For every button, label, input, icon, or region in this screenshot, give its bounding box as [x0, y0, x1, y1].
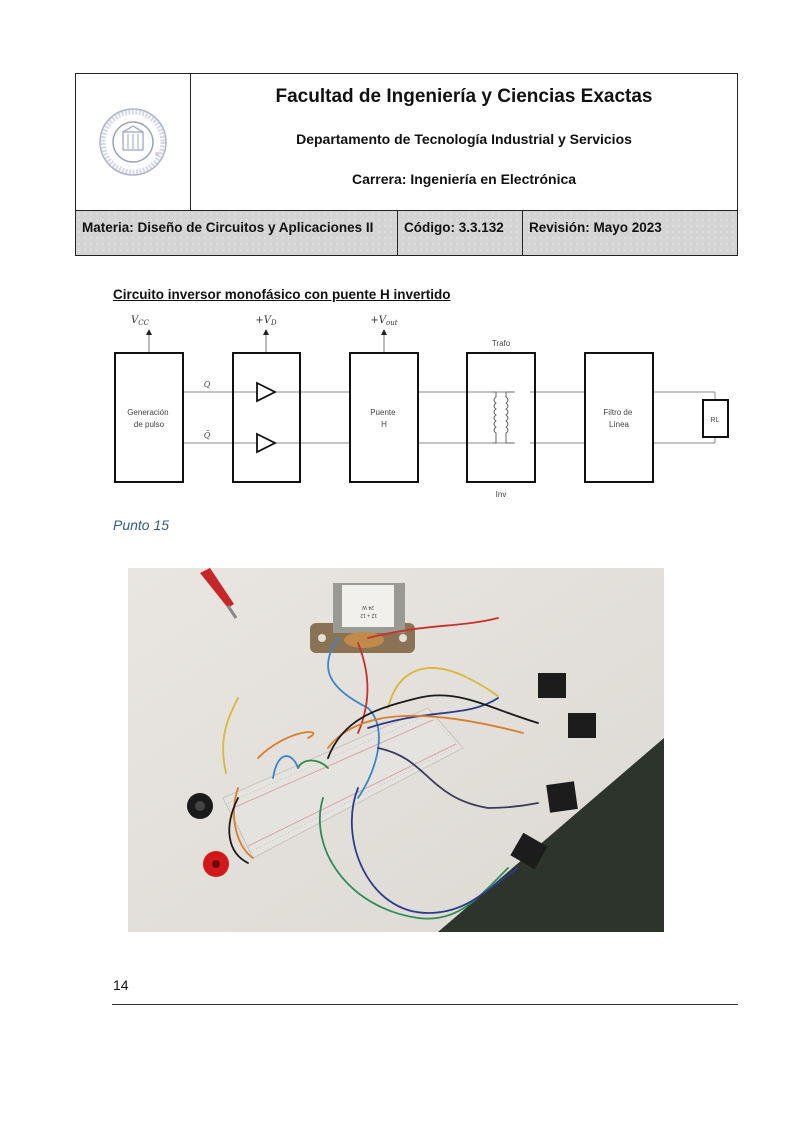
pulse-gen-label-2: de pulso: [134, 420, 165, 429]
q-signal-label: Q: [204, 380, 211, 389]
load-resistor-block: [702, 399, 729, 438]
department-title: Departamento de Tecnología Industrial y …: [296, 131, 632, 147]
logo-cell: [76, 74, 191, 210]
h-bridge-label-2: H: [381, 420, 387, 429]
transformer-component: 12 + 12 24 W: [310, 583, 415, 653]
section-title: Circuito inversor monofásico con puente …: [113, 287, 451, 302]
vd-label: +VD: [255, 315, 277, 327]
transistors: [510, 673, 596, 870]
buffer-q-bar-icon: [256, 432, 278, 454]
page-number: 14: [113, 977, 129, 993]
line-filter-label-2: Línea: [609, 420, 630, 429]
h-bridge-label-1: Puente: [370, 408, 396, 417]
vout-label: +Vout: [370, 315, 397, 327]
header-info-row: Materia: Diseño de Circuitos y Aplicacio…: [76, 210, 737, 255]
block-diagram: VCC +VD +Vout Q Q̄ Generación de pulso P…: [114, 315, 729, 499]
line-filter-block: [584, 352, 654, 483]
svg-text:Filtro de Línea: Filtro de Línea: [603, 408, 634, 429]
document-header: Facultad de Ingeniería y Ciencias Exacta…: [75, 73, 738, 256]
revision-cell: Revisión: Mayo 2023: [529, 220, 662, 235]
svg-text:12 + 12 24 W: 12 + 12 24 W: [359, 604, 377, 618]
buffer-q-icon: [256, 381, 278, 403]
university-seal-icon: [99, 108, 167, 176]
transformer-top-label: Trafo: [492, 339, 511, 348]
transformer-block: [466, 352, 536, 483]
red-probe: [200, 568, 238, 619]
footer-rule: [112, 1004, 738, 1005]
pulse-gen-label-1: Generación: [127, 408, 168, 417]
transformer-bottom-label: Inv: [496, 490, 507, 499]
line-filter-label-1: Filtro de: [603, 408, 632, 417]
career-title: Carrera: Ingeniería en Electrónica: [351, 171, 577, 187]
circuit-photo: 12 + 12 24 W: [128, 568, 664, 932]
transformer-coil-icon: [492, 391, 514, 444]
h-bridge-block: [349, 352, 419, 483]
code-cell: Código: 3.3.132: [398, 211, 523, 255]
transformer-label-2: 24 W: [362, 604, 374, 610]
q-bar-signal-label: Q̄: [204, 431, 211, 440]
breadboard: [222, 707, 464, 859]
header-titles: Facultad de Ingeniería y Ciencias Exacta…: [191, 74, 737, 210]
faculty-title: Facultad de Ingeniería y Ciencias Exacta…: [275, 86, 653, 107]
subsection-heading: Punto 15: [113, 517, 170, 533]
svg-text:Puente H: Puente H: [370, 408, 398, 429]
jumper-wires: [222, 617, 539, 920]
driver-block: [232, 352, 301, 483]
vcc-label: VCC: [131, 315, 150, 327]
svg-text:Generación de pulso: Generación de pulso: [127, 408, 171, 429]
dark-floor-area: [438, 738, 664, 932]
pulse-generator-block: [114, 352, 184, 483]
transformer-label-1: 12 + 12: [360, 612, 377, 618]
load-label: RL: [711, 417, 720, 424]
subject-cell: Materia: Diseño de Circuitos y Aplicacio…: [76, 211, 398, 255]
